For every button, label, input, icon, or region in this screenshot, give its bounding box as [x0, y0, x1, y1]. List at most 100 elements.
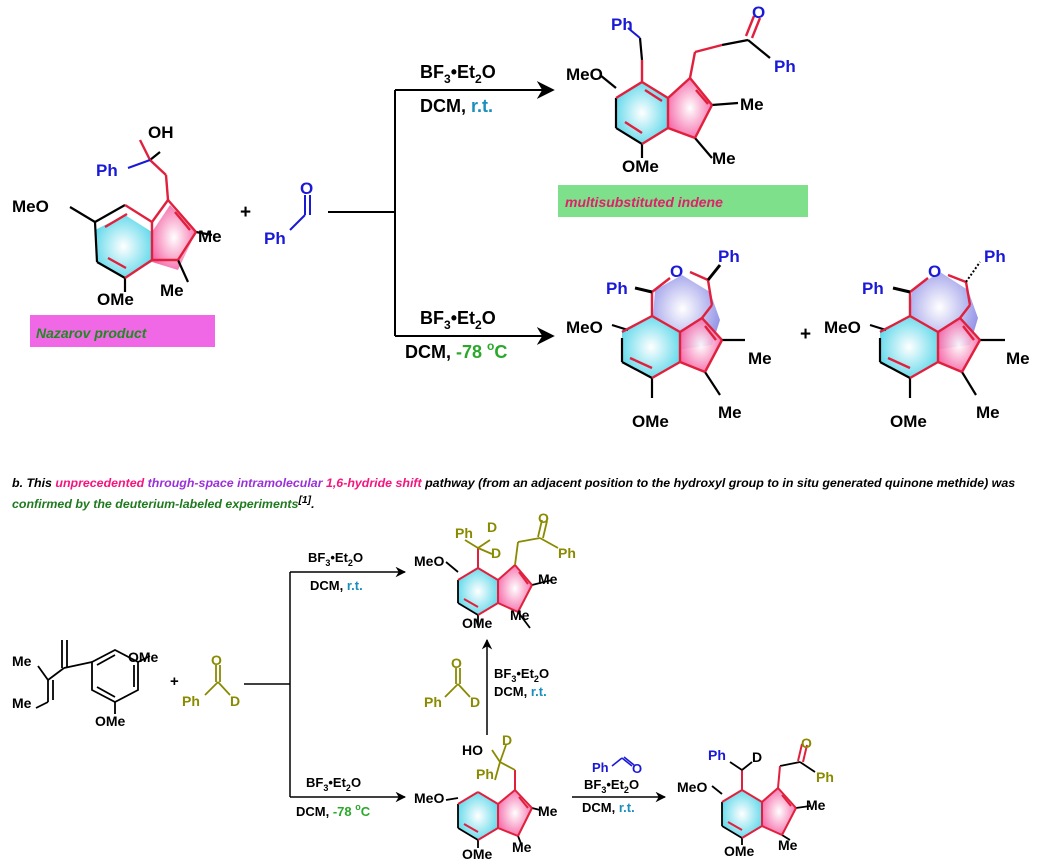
methoxy-label-bottom: OMe — [890, 412, 927, 431]
methyl-label: Me — [806, 797, 826, 813]
methoxy-label-bottom: OMe — [724, 843, 755, 859]
methoxy-label: MeO — [677, 779, 707, 795]
methoxy-label-bottom: OMe — [632, 412, 669, 431]
methoxy-label: MeO — [12, 197, 49, 216]
ketone-phenyl-label: Ph — [774, 57, 796, 76]
methoxy-label: MeO — [566, 65, 603, 84]
deuterium-label: D — [502, 732, 512, 748]
methoxy-label-bottom: OMe — [97, 290, 134, 309]
reagent-rt: BF3•Et2O — [308, 550, 363, 568]
ketone-phenyl-label: Ph — [558, 545, 576, 561]
methyl-label: Me — [538, 571, 558, 587]
cyclic-ether-product-1 — [611, 264, 745, 398]
note-intro: b. This — [12, 476, 56, 490]
methyl-label: Me — [198, 227, 222, 246]
solvent-vertical: DCM, r.t. — [494, 684, 547, 699]
solvent-right: DCM, r.t. — [582, 800, 635, 815]
phenyl-label: Ph — [424, 694, 442, 710]
plus-sign: + — [800, 324, 811, 345]
nazarov-caption: Nazarov product — [36, 325, 148, 341]
deuterium-label: D — [752, 749, 762, 765]
reagent-minus78: BF3•Et2O — [306, 775, 361, 793]
deuterium-label-1: D — [487, 519, 497, 535]
methyl-label: Me — [1006, 349, 1030, 368]
methoxy-label: MeO — [414, 553, 444, 569]
benzaldehyde-structure — [289, 195, 311, 231]
benzyl-phenyl-label: Ph — [611, 15, 633, 34]
methoxy-label-bottom: OMe — [95, 713, 126, 729]
methyl-label: Me — [740, 95, 764, 114]
phenyl-label: Ph — [96, 161, 118, 180]
ketone-oxygen-label: O — [538, 510, 549, 526]
methyl-label-bottom: Me — [778, 837, 798, 853]
phenyl-label: Ph — [182, 693, 200, 709]
carbonyl-oxygen-label: O — [300, 179, 313, 198]
deuterium-label-2: D — [491, 545, 501, 561]
methyl-label-bottom: Me — [512, 839, 532, 855]
hydroxyl-label: OH — [148, 123, 174, 142]
arrow-phenyl-label: Ph — [592, 760, 609, 775]
methoxy-label: MeO — [824, 318, 861, 337]
methyl-label-bottom: Me — [976, 403, 1000, 422]
solvent-minus78: DCM, -78 oC — [296, 802, 371, 819]
methoxy-label: MeO — [414, 790, 444, 806]
diene-structure — [35, 640, 151, 714]
branch-lines — [328, 90, 396, 336]
methoxy-label: MeO — [566, 318, 603, 337]
note-through-space: through-space intramolecular — [147, 476, 326, 490]
phenyl-label: Ph — [264, 229, 286, 248]
dideuterated-indene-product — [445, 519, 559, 629]
methyl-label-bottom: Me — [510, 607, 530, 623]
hydroxyl-label: HO — [462, 742, 483, 758]
nazarov-product-structure — [69, 139, 213, 292]
indene-caption: multisubstituted indene — [565, 194, 723, 210]
note-confirmed: confirmed by the deuterium-labeled exper… — [12, 497, 299, 512]
solvent-rt: DCM, r.t. — [310, 578, 363, 593]
methyl-label: Me — [538, 803, 558, 819]
indene-product-structure — [599, 15, 771, 159]
note-hydride-shift: 1,6-hydride shift — [325, 476, 422, 490]
arrow-oxygen-label: O — [632, 761, 642, 776]
cyclic-ether-product-2 — [869, 261, 1005, 398]
methoxy-label: OMe — [128, 649, 159, 665]
lower-reagent: BF3•Et2O — [420, 308, 496, 332]
methyl-label-bottom: Me — [712, 149, 736, 168]
note-pathway: pathway (from an adjacent position to th… — [421, 476, 1016, 490]
note-end: . — [311, 497, 315, 512]
indene-caption-box — [558, 185, 808, 217]
ether-oxygen-label: O — [928, 262, 941, 281]
note-unprecedented: unprecedented — [55, 476, 148, 490]
arrow-aldehyde — [611, 756, 635, 767]
upper-solvent: DCM, r.t. — [420, 96, 493, 116]
phenyl-label-right: Ph — [718, 247, 740, 266]
monodeuterated-indene-product — [711, 743, 816, 845]
deuterated-benzaldehyde — [204, 665, 231, 696]
deuterium-label: D — [470, 694, 480, 710]
methoxy-label-bottom: OMe — [462, 615, 493, 631]
ketone-phenyl-label: Ph — [816, 769, 834, 785]
lower-solvent: DCM, -78 oC — [405, 339, 507, 362]
methoxy-label-bottom: OMe — [462, 846, 493, 862]
deuterated-alcohol-structure — [445, 744, 541, 848]
ketone-oxygen-label: O — [801, 735, 812, 751]
methyl-label-bottom: Me — [160, 281, 184, 300]
plus-sign: + — [240, 202, 251, 223]
deuterium-label: D — [230, 693, 240, 709]
carbonyl-oxygen-label: O — [451, 655, 462, 671]
methyl-label-bottom: Me — [718, 403, 742, 422]
upper-reagent: BF3•Et2O — [420, 62, 496, 86]
bottom-branch-lines — [244, 572, 291, 797]
phenyl-label-left: Ph — [862, 279, 884, 298]
mechanism-note: b. This unprecedented through-space intr… — [12, 475, 1042, 513]
methyl-label: Me — [12, 653, 32, 669]
ether-oxygen-label: O — [670, 262, 683, 281]
plus-sign: + — [170, 673, 179, 690]
methyl-label-bottom: Me — [12, 695, 32, 711]
phenyl-label: Ph — [476, 766, 494, 782]
nazarov-caption-box — [30, 315, 215, 347]
phenyl-label-right: Ph — [984, 247, 1006, 266]
vertical-aldehyde — [444, 668, 471, 698]
ketone-oxygen-label: O — [752, 3, 765, 22]
phenyl-label: Ph — [455, 525, 473, 541]
